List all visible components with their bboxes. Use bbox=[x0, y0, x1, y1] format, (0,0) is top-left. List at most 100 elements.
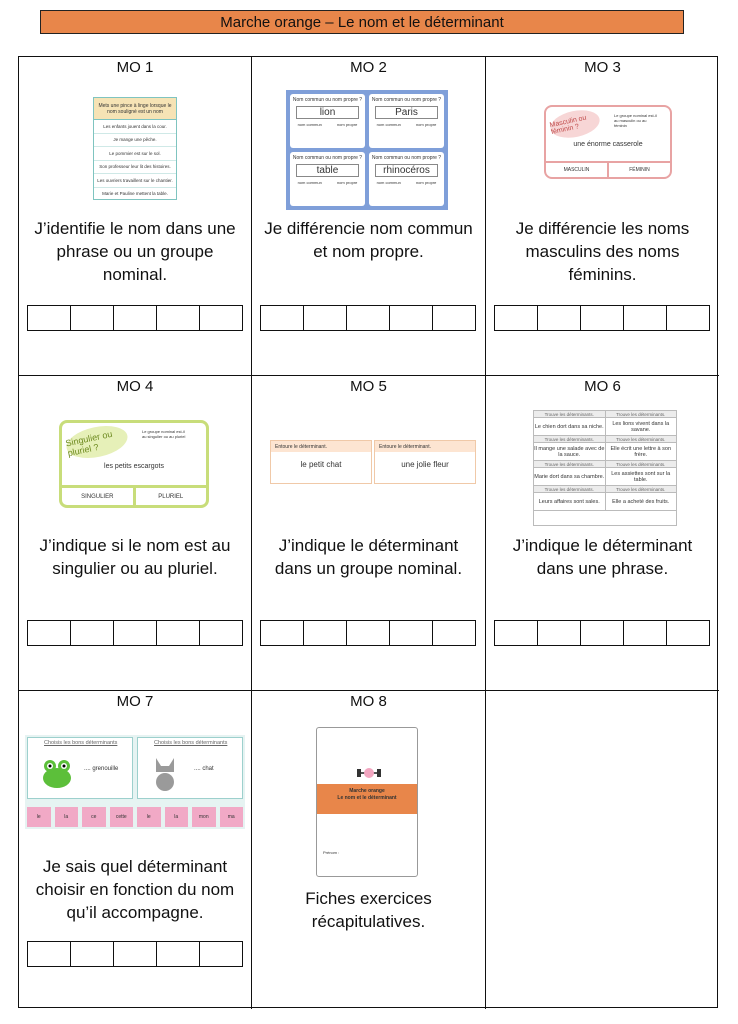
thumb-option: la bbox=[54, 807, 78, 827]
thumb-row: Marie et Pauline mettent la table. bbox=[94, 188, 176, 200]
score-box[interactable] bbox=[347, 306, 390, 330]
cell-mo5: MO 5 Entoure le déterminant. le petit ch… bbox=[252, 376, 486, 691]
worksheet-thumbnail: Masculin ou féminin ? Le groupe nominal … bbox=[544, 105, 672, 179]
score-box[interactable] bbox=[71, 306, 114, 330]
thumb-word: Paris bbox=[375, 106, 438, 119]
cell-description: Je sais quel déterminant choisir en fonc… bbox=[35, 857, 235, 922]
page-header: Marche orange – Le nom et le déterminant bbox=[40, 10, 684, 34]
score-box[interactable] bbox=[390, 621, 433, 645]
thumb-option: le bbox=[27, 807, 51, 827]
score-box[interactable] bbox=[581, 306, 624, 330]
score-box[interactable] bbox=[157, 306, 200, 330]
thumb-sentence: Marie dort dans sa chambre. bbox=[534, 468, 606, 486]
worksheet-thumbnail: Marche orange Le nom et le déterminant P… bbox=[316, 727, 418, 877]
thumb-header: Trouve les déterminants. bbox=[605, 461, 676, 468]
cell-mo1: MO 1 Mets une pince à linge lorsque le n… bbox=[19, 57, 252, 376]
worksheet-thumbnail: Singulier ou pluriel ? Le groupe nominal… bbox=[59, 420, 209, 508]
cell-description: J’indique si le nom est au singulier ou … bbox=[39, 536, 231, 578]
thumb-question: Nom commun ou nom propre ? bbox=[292, 155, 363, 161]
thumb-bubble: Singulier ou pluriel ? bbox=[63, 423, 131, 464]
score-box[interactable] bbox=[304, 306, 347, 330]
score-box[interactable] bbox=[114, 621, 157, 645]
thumb-word: table bbox=[296, 164, 359, 177]
worksheet-thumbnail: Choisis les bons déterminants .... greno… bbox=[25, 735, 245, 829]
score-box[interactable] bbox=[624, 306, 667, 330]
thumb-question: Nom commun ou nom propre ? bbox=[371, 97, 442, 103]
worksheet-thumbnail: Entoure le déterminant. une jolie fleur bbox=[374, 440, 476, 484]
thumb-header: Trouve les déterminants. bbox=[534, 486, 606, 493]
cell-title: MO 3 bbox=[584, 59, 621, 76]
thumb-header: Trouve les déterminants. bbox=[605, 436, 676, 443]
cell-mo4: MO 4 Singulier ou pluriel ? Le groupe no… bbox=[19, 376, 252, 691]
thumb-option: nom propre bbox=[415, 180, 437, 185]
objectives-grid: MO 1 Mets une pince à linge lorsque le n… bbox=[18, 56, 719, 1009]
score-box[interactable] bbox=[667, 621, 709, 645]
thumb-question: Nom commun ou nom propre ? bbox=[371, 155, 442, 161]
thumb-header: Trouve les déterminants. bbox=[605, 411, 676, 418]
thumb-phrase: une jolie fleur bbox=[401, 460, 449, 469]
cell-title: MO 1 bbox=[116, 59, 154, 76]
score-box[interactable] bbox=[157, 942, 200, 966]
dumbbell-icon bbox=[357, 768, 381, 778]
determiner-options: le la ce cette le la mon ma bbox=[27, 807, 243, 827]
score-box[interactable] bbox=[157, 621, 200, 645]
score-box[interactable] bbox=[433, 306, 475, 330]
score-box[interactable] bbox=[114, 942, 157, 966]
cell-description: Je différencie nom commun et nom propre. bbox=[264, 219, 473, 261]
score-box[interactable] bbox=[538, 306, 581, 330]
score-box[interactable] bbox=[667, 306, 709, 330]
thumb-title: Choisis les bons déterminants bbox=[44, 740, 118, 746]
score-box[interactable] bbox=[114, 306, 157, 330]
score-box[interactable] bbox=[200, 621, 242, 645]
thumb-option: nom commun bbox=[297, 180, 322, 185]
thumb-sentence: Les lions vivent dans la savane. bbox=[605, 418, 676, 436]
thumb-option: la bbox=[164, 807, 188, 827]
thumb-option: SINGULIER bbox=[62, 488, 136, 505]
score-boxes bbox=[260, 620, 476, 646]
score-boxes bbox=[27, 305, 243, 331]
cell-description: Fiches exercices récapitulatives. bbox=[305, 889, 432, 931]
score-box[interactable] bbox=[261, 306, 304, 330]
cell-mo3: MO 3 Masculin ou féminin ? Le groupe nom… bbox=[486, 57, 719, 376]
thumb-option: nom commun bbox=[376, 122, 401, 127]
score-box[interactable] bbox=[624, 621, 667, 645]
thumb-option: ma bbox=[219, 807, 243, 827]
score-box[interactable] bbox=[495, 621, 538, 645]
cell-title: MO 8 bbox=[350, 693, 387, 710]
cell-description: J’indique le déterminant dans une phrase… bbox=[512, 536, 693, 578]
score-box[interactable] bbox=[28, 621, 71, 645]
thumb-option: MASCULIN bbox=[546, 163, 609, 177]
thumb-row: Son professeur leur lit des histoires. bbox=[94, 161, 176, 174]
thumb-option: nom propre bbox=[336, 122, 358, 127]
thumb-phrase: les petits escargots bbox=[104, 463, 164, 470]
thumb-word: .... chat bbox=[194, 766, 214, 772]
score-box[interactable] bbox=[304, 621, 347, 645]
score-box[interactable] bbox=[200, 942, 242, 966]
thumb-sentence: Elle a acheté des fruits. bbox=[605, 493, 676, 511]
thumb-card: Nom commun ou nom propre ? lion nom comm… bbox=[290, 94, 365, 148]
score-box[interactable] bbox=[200, 306, 242, 330]
thumb-header: Entoure le déterminant. bbox=[271, 441, 371, 452]
thumb-option: ce bbox=[82, 807, 106, 827]
score-boxes bbox=[494, 305, 710, 331]
cell-mo2: MO 2 Nom commun ou nom propre ? lion nom… bbox=[252, 57, 486, 376]
score-box[interactable] bbox=[71, 942, 114, 966]
score-box[interactable] bbox=[261, 621, 304, 645]
score-box[interactable] bbox=[28, 942, 71, 966]
cell-description: Je différencie les noms masculins des no… bbox=[515, 219, 690, 284]
score-box[interactable] bbox=[538, 621, 581, 645]
score-boxes bbox=[27, 620, 243, 646]
score-box[interactable] bbox=[71, 621, 114, 645]
cell-title: MO 4 bbox=[116, 378, 154, 395]
score-boxes bbox=[494, 620, 710, 646]
score-box[interactable] bbox=[390, 306, 433, 330]
score-box[interactable] bbox=[433, 621, 475, 645]
score-box[interactable] bbox=[347, 621, 390, 645]
score-box[interactable] bbox=[495, 306, 538, 330]
score-box[interactable] bbox=[28, 306, 71, 330]
cell-title: MO 6 bbox=[584, 378, 621, 395]
thumb-option: cette bbox=[109, 807, 133, 827]
score-box[interactable] bbox=[581, 621, 624, 645]
thumb-sentence: Il mange une salade avec de la sauce. bbox=[534, 443, 606, 461]
thumb-sentence: Le chien dort dans sa niche. bbox=[534, 418, 606, 436]
